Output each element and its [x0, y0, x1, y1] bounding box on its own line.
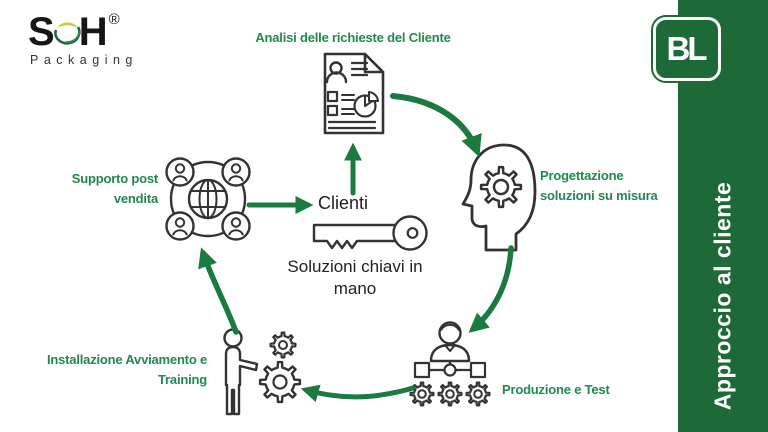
step-label-progettazione: Progettazione soluzioni su misura — [540, 168, 658, 203]
arrow-installazione-to-supporto — [198, 247, 239, 335]
sh-logo-subtitle: Packaging — [30, 53, 138, 67]
head-gear-icon — [461, 143, 537, 252]
step-label-produzione: Produzione e Test — [502, 382, 610, 397]
key-icon — [312, 215, 428, 251]
bl-logo: BL — [653, 17, 721, 81]
trainer-with-gears-icon — [223, 328, 302, 416]
sh-logo-letter-s: S — [28, 10, 55, 54]
center-subtitle: Soluzioni chiavi in mano — [287, 257, 423, 299]
step-label-supporto: Supporto post vendita — [71, 171, 158, 206]
sh-packaging-logo: S H ® Packaging — [28, 10, 138, 68]
step-label-analisi: Analisi delle richieste del Cliente — [255, 30, 451, 45]
registered-mark: ® — [108, 10, 120, 28]
arrow-produzione-to-installazione — [300, 384, 416, 403]
step-label-installazione: Installazione Avviamento e Training — [47, 352, 207, 387]
global-network-people-icon — [165, 157, 251, 241]
arrow-progettazione-to-produzione — [468, 245, 514, 333]
center-title: Clienti — [318, 193, 369, 213]
slide-title-vertical: Approccio al cliente — [709, 181, 736, 411]
sh-logo-letter-h: H — [78, 10, 108, 54]
sh-logo-swirl-icon — [53, 22, 81, 45]
bl-logo-text: BL — [666, 30, 708, 67]
document-checklist-icon — [323, 52, 385, 135]
team-org-gears-icon — [409, 321, 491, 407]
